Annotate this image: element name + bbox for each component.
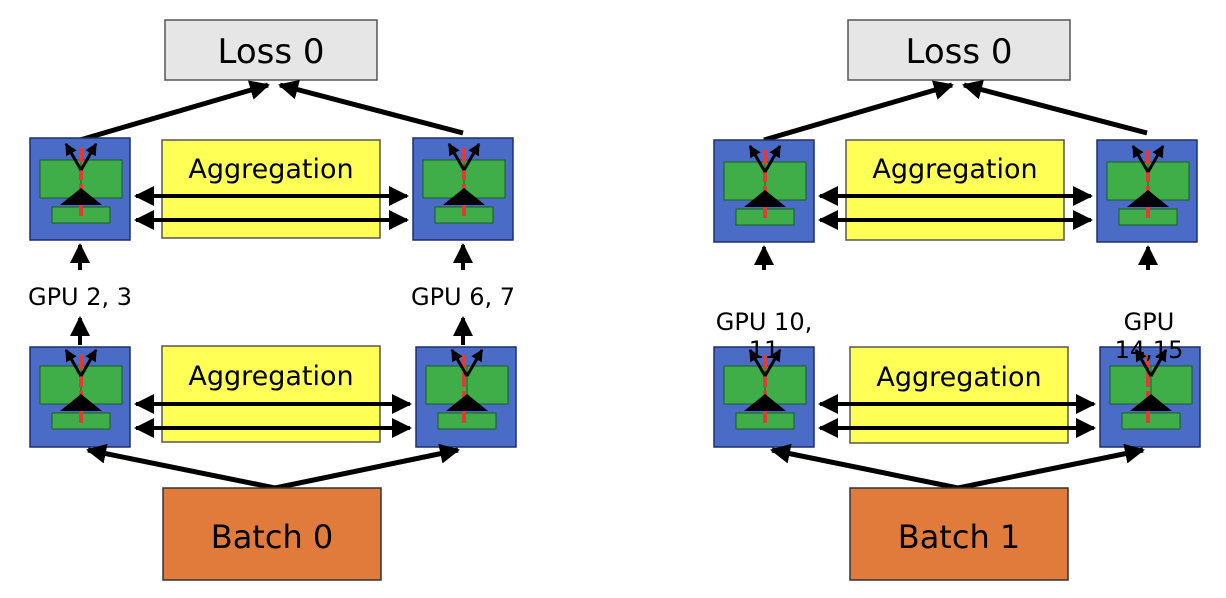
aggregation-label: Aggregation xyxy=(872,154,1037,185)
gpu-block xyxy=(713,139,815,243)
panel-left: Loss 0 Aggregatio xyxy=(29,19,517,581)
loss-label: Loss 0 xyxy=(905,32,1012,72)
arrow-from-batch xyxy=(770,443,959,491)
gpu-label-right: GPU 6, 7 xyxy=(403,283,523,311)
loss-box: Loss 0 xyxy=(164,19,378,81)
arrow-to-loss xyxy=(79,80,270,143)
batch-label: Batch 1 xyxy=(898,518,1021,556)
aggregation-label: Aggregation xyxy=(188,361,353,392)
gpu-block xyxy=(713,346,815,448)
aggregation-box: Aggregation xyxy=(818,346,1096,444)
gpu-block xyxy=(29,346,131,448)
batch-box: Batch 1 xyxy=(849,487,1069,581)
gpu-label-left: GPU 2, 3 xyxy=(20,283,140,311)
aggregation-box: Aggregation xyxy=(134,345,412,443)
loss-box: Loss 0 xyxy=(847,19,1071,81)
gpu-block xyxy=(1099,346,1201,448)
gpu-label-left: GPU 10, 11 xyxy=(704,280,824,364)
gpu-block xyxy=(415,346,517,448)
loss-label: Loss 0 xyxy=(217,32,324,72)
arrow-to-loss xyxy=(962,79,1148,136)
gpu-label-text: GPU 10, 11 xyxy=(715,308,813,364)
gpu-label-text: GPU 2, 3 xyxy=(27,283,133,311)
arrow-from-batch xyxy=(274,443,460,491)
gpu-label-text: GPU 14,15 xyxy=(1114,308,1184,364)
aggregation-box: Aggregation xyxy=(134,139,409,239)
panel-right: Loss 0 Aggregation xyxy=(713,19,1201,581)
aggregation-label: Aggregation xyxy=(188,154,353,185)
arrow-from-batch xyxy=(86,443,276,491)
aggregation-label: Aggregation xyxy=(876,362,1041,393)
gpu-label-right: GPU 14,15 xyxy=(1089,280,1209,364)
arrow-to-loss xyxy=(763,80,954,143)
aggregation-box: Aggregation xyxy=(818,139,1093,241)
batch-box: Batch 0 xyxy=(162,487,382,581)
arrow-to-loss xyxy=(278,79,464,136)
batch-label: Batch 0 xyxy=(211,518,334,556)
gpu-block xyxy=(412,137,514,241)
gpu-label-text: GPU 6, 7 xyxy=(410,283,516,311)
arrow-from-batch xyxy=(957,443,1145,491)
gpu-block xyxy=(1096,139,1198,243)
gpu-block xyxy=(29,137,131,241)
